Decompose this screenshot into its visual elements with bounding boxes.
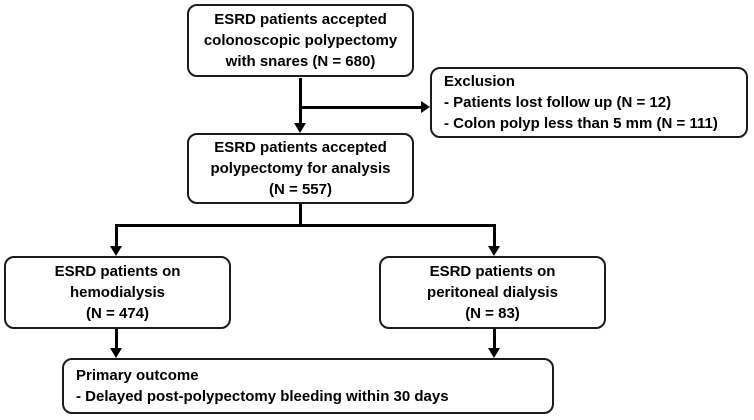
connector-to-exclusion — [299, 106, 421, 109]
box-primary-outcome-line: - Delayed post-polypectomy bleeding with… — [76, 388, 449, 405]
box-analysis: ESRD patients accepted polypectomy for a… — [187, 133, 414, 204]
box-primary-outcome: Primary outcome - Delayed post-polypecto… — [62, 358, 554, 414]
arrowhead-down-icon — [110, 348, 122, 358]
arrowhead-down-icon — [294, 123, 306, 133]
box-hemodialysis: ESRD patients on hemodialysis (N = 474) — [4, 256, 231, 329]
box-exclusion-line: - Colon polyp less than 5 mm (N = 111) — [444, 115, 718, 132]
box-enrollment-line: with snares (N = 680) — [225, 53, 376, 70]
connector-split-to-peritoneal — [493, 224, 496, 247]
box-analysis-line: polypectomy for analysis — [210, 160, 391, 177]
box-analysis-line: (N = 557) — [269, 181, 332, 198]
arrowhead-down-icon — [488, 348, 500, 358]
box-exclusion-line: - Patients lost follow up (N = 12) — [444, 94, 672, 111]
box-hemodialysis-line: ESRD patients on — [54, 263, 181, 280]
box-exclusion-line: Exclusion — [444, 73, 515, 90]
box-exclusion: Exclusion - Patients lost follow up (N =… — [430, 67, 748, 138]
box-enrollment-line: ESRD patients accepted — [214, 11, 387, 28]
connector-peritoneal-to-outcome — [493, 329, 496, 349]
box-peritoneal-line: peritoneal dialysis — [427, 284, 558, 301]
box-enrollment-line: colonoscopic polypectomy — [203, 32, 398, 49]
arrowhead-right-icon — [421, 101, 430, 113]
arrowhead-down-icon — [110, 246, 122, 256]
box-analysis-line: ESRD patients accepted — [214, 139, 387, 156]
connector-analysis-to-split — [299, 204, 302, 227]
arrowhead-down-icon — [488, 246, 500, 256]
box-peritoneal-line: (N = 83) — [465, 305, 520, 322]
connector-hemodialysis-to-outcome — [115, 329, 118, 349]
box-peritoneal: ESRD patients on peritoneal dialysis (N … — [379, 256, 606, 329]
box-peritoneal-line: ESRD patients on — [429, 263, 556, 280]
box-hemodialysis-line: hemodialysis — [69, 284, 166, 301]
connector-split-bar — [115, 224, 496, 227]
connector-enrollment-to-analysis — [299, 78, 302, 124]
box-enrollment: ESRD patients accepted colonoscopic poly… — [187, 4, 414, 77]
box-primary-outcome-line: Primary outcome — [76, 367, 199, 384]
box-hemodialysis-line: (N = 474) — [86, 305, 149, 322]
connector-split-to-hemodialysis — [115, 224, 118, 247]
